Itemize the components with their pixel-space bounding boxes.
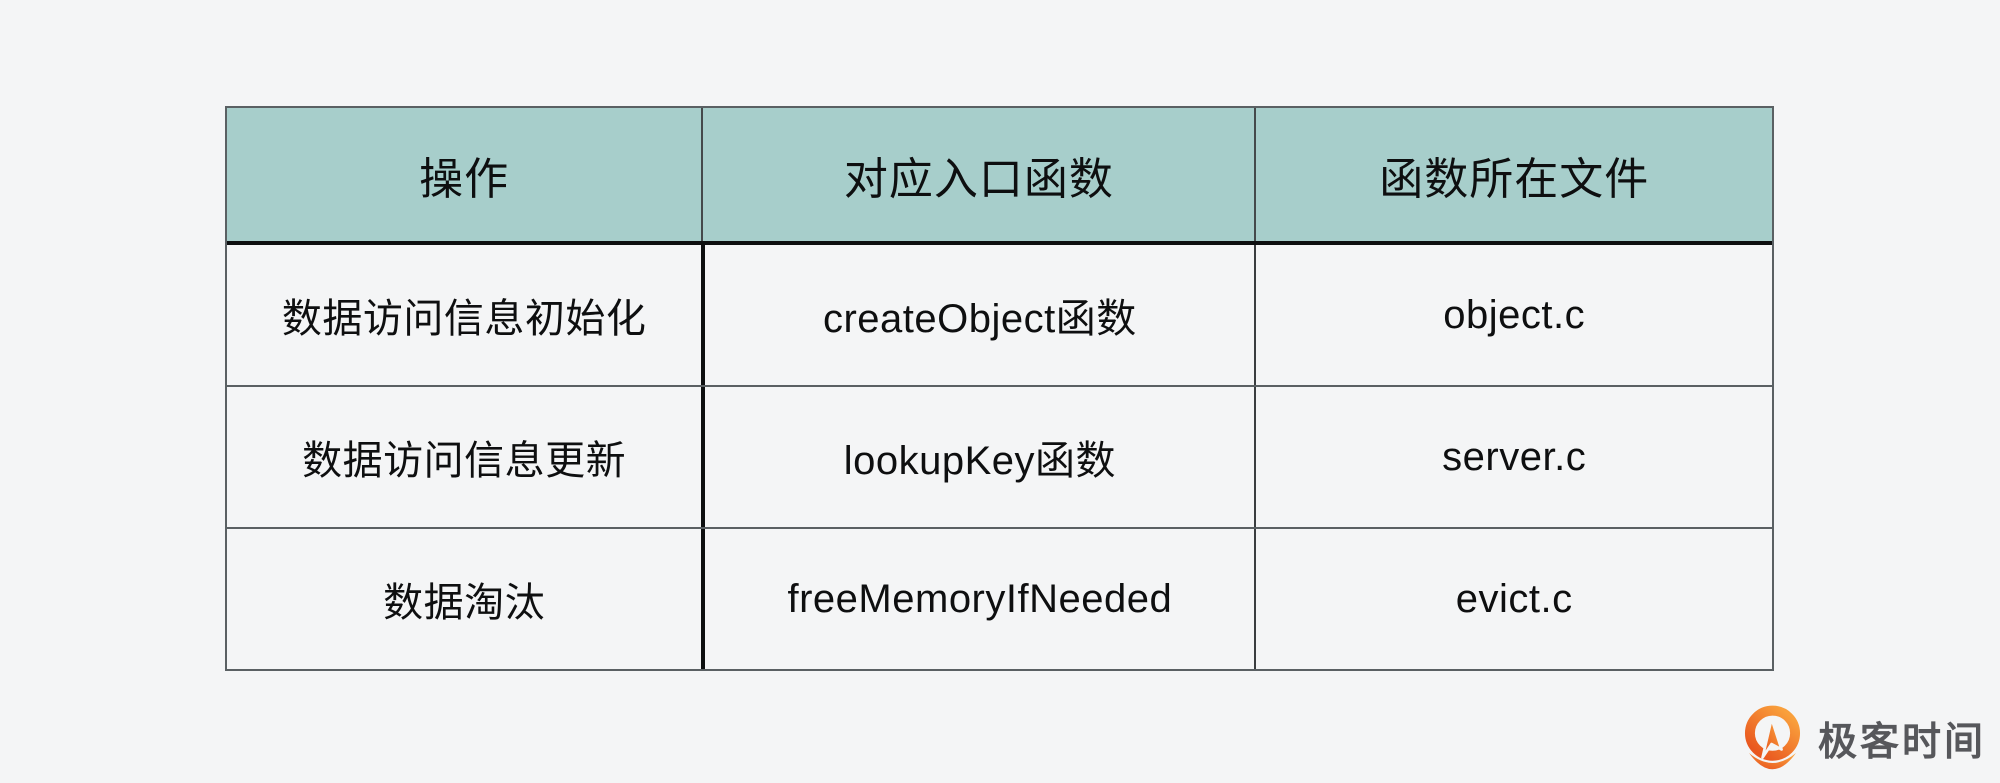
geektime-logo: 极客时间 <box>1740 700 1986 778</box>
header-label: 对应入口函数 <box>843 154 1114 204</box>
cell-entry-function: createObject函数 <box>701 245 1254 385</box>
table-row: 数据淘汰 freeMemoryIfNeeded evict.c <box>227 527 1772 669</box>
cell-file: object.c <box>1254 245 1772 385</box>
cell-entry-function: lookupKey函数 <box>701 387 1254 527</box>
cell-operation: 数据访问信息更新 <box>302 439 627 483</box>
cell-file: server.c <box>1254 387 1772 527</box>
header-label: 操作 <box>419 154 510 204</box>
header-label: 函数所在文件 <box>1379 154 1650 204</box>
cell-operation: 数据淘汰 <box>383 581 546 625</box>
cell-file: evict.c <box>1254 529 1772 669</box>
cell-operation: 数据访问信息初始化 <box>281 297 647 341</box>
function-mapping-table: 操作 对应入口函数 函数所在文件 数据访问信息初始化 createObject函… <box>225 106 1774 671</box>
header-cell-operation: 操作 <box>227 108 701 241</box>
header-cell-file: 函数所在文件 <box>1254 108 1772 241</box>
table-row: 数据访问信息更新 lookupKey函数 server.c <box>227 385 1772 527</box>
header-cell-entry-function: 对应入口函数 <box>701 108 1254 241</box>
geektime-logo-text: 极客时间 <box>1818 721 1987 764</box>
geektime-logo-icon <box>1740 704 1805 775</box>
cell-entry-function: freeMemoryIfNeeded <box>701 529 1254 669</box>
table-header-row: 操作 对应入口函数 函数所在文件 <box>227 108 1772 245</box>
table-row: 数据访问信息初始化 createObject函数 object.c <box>227 245 1772 385</box>
